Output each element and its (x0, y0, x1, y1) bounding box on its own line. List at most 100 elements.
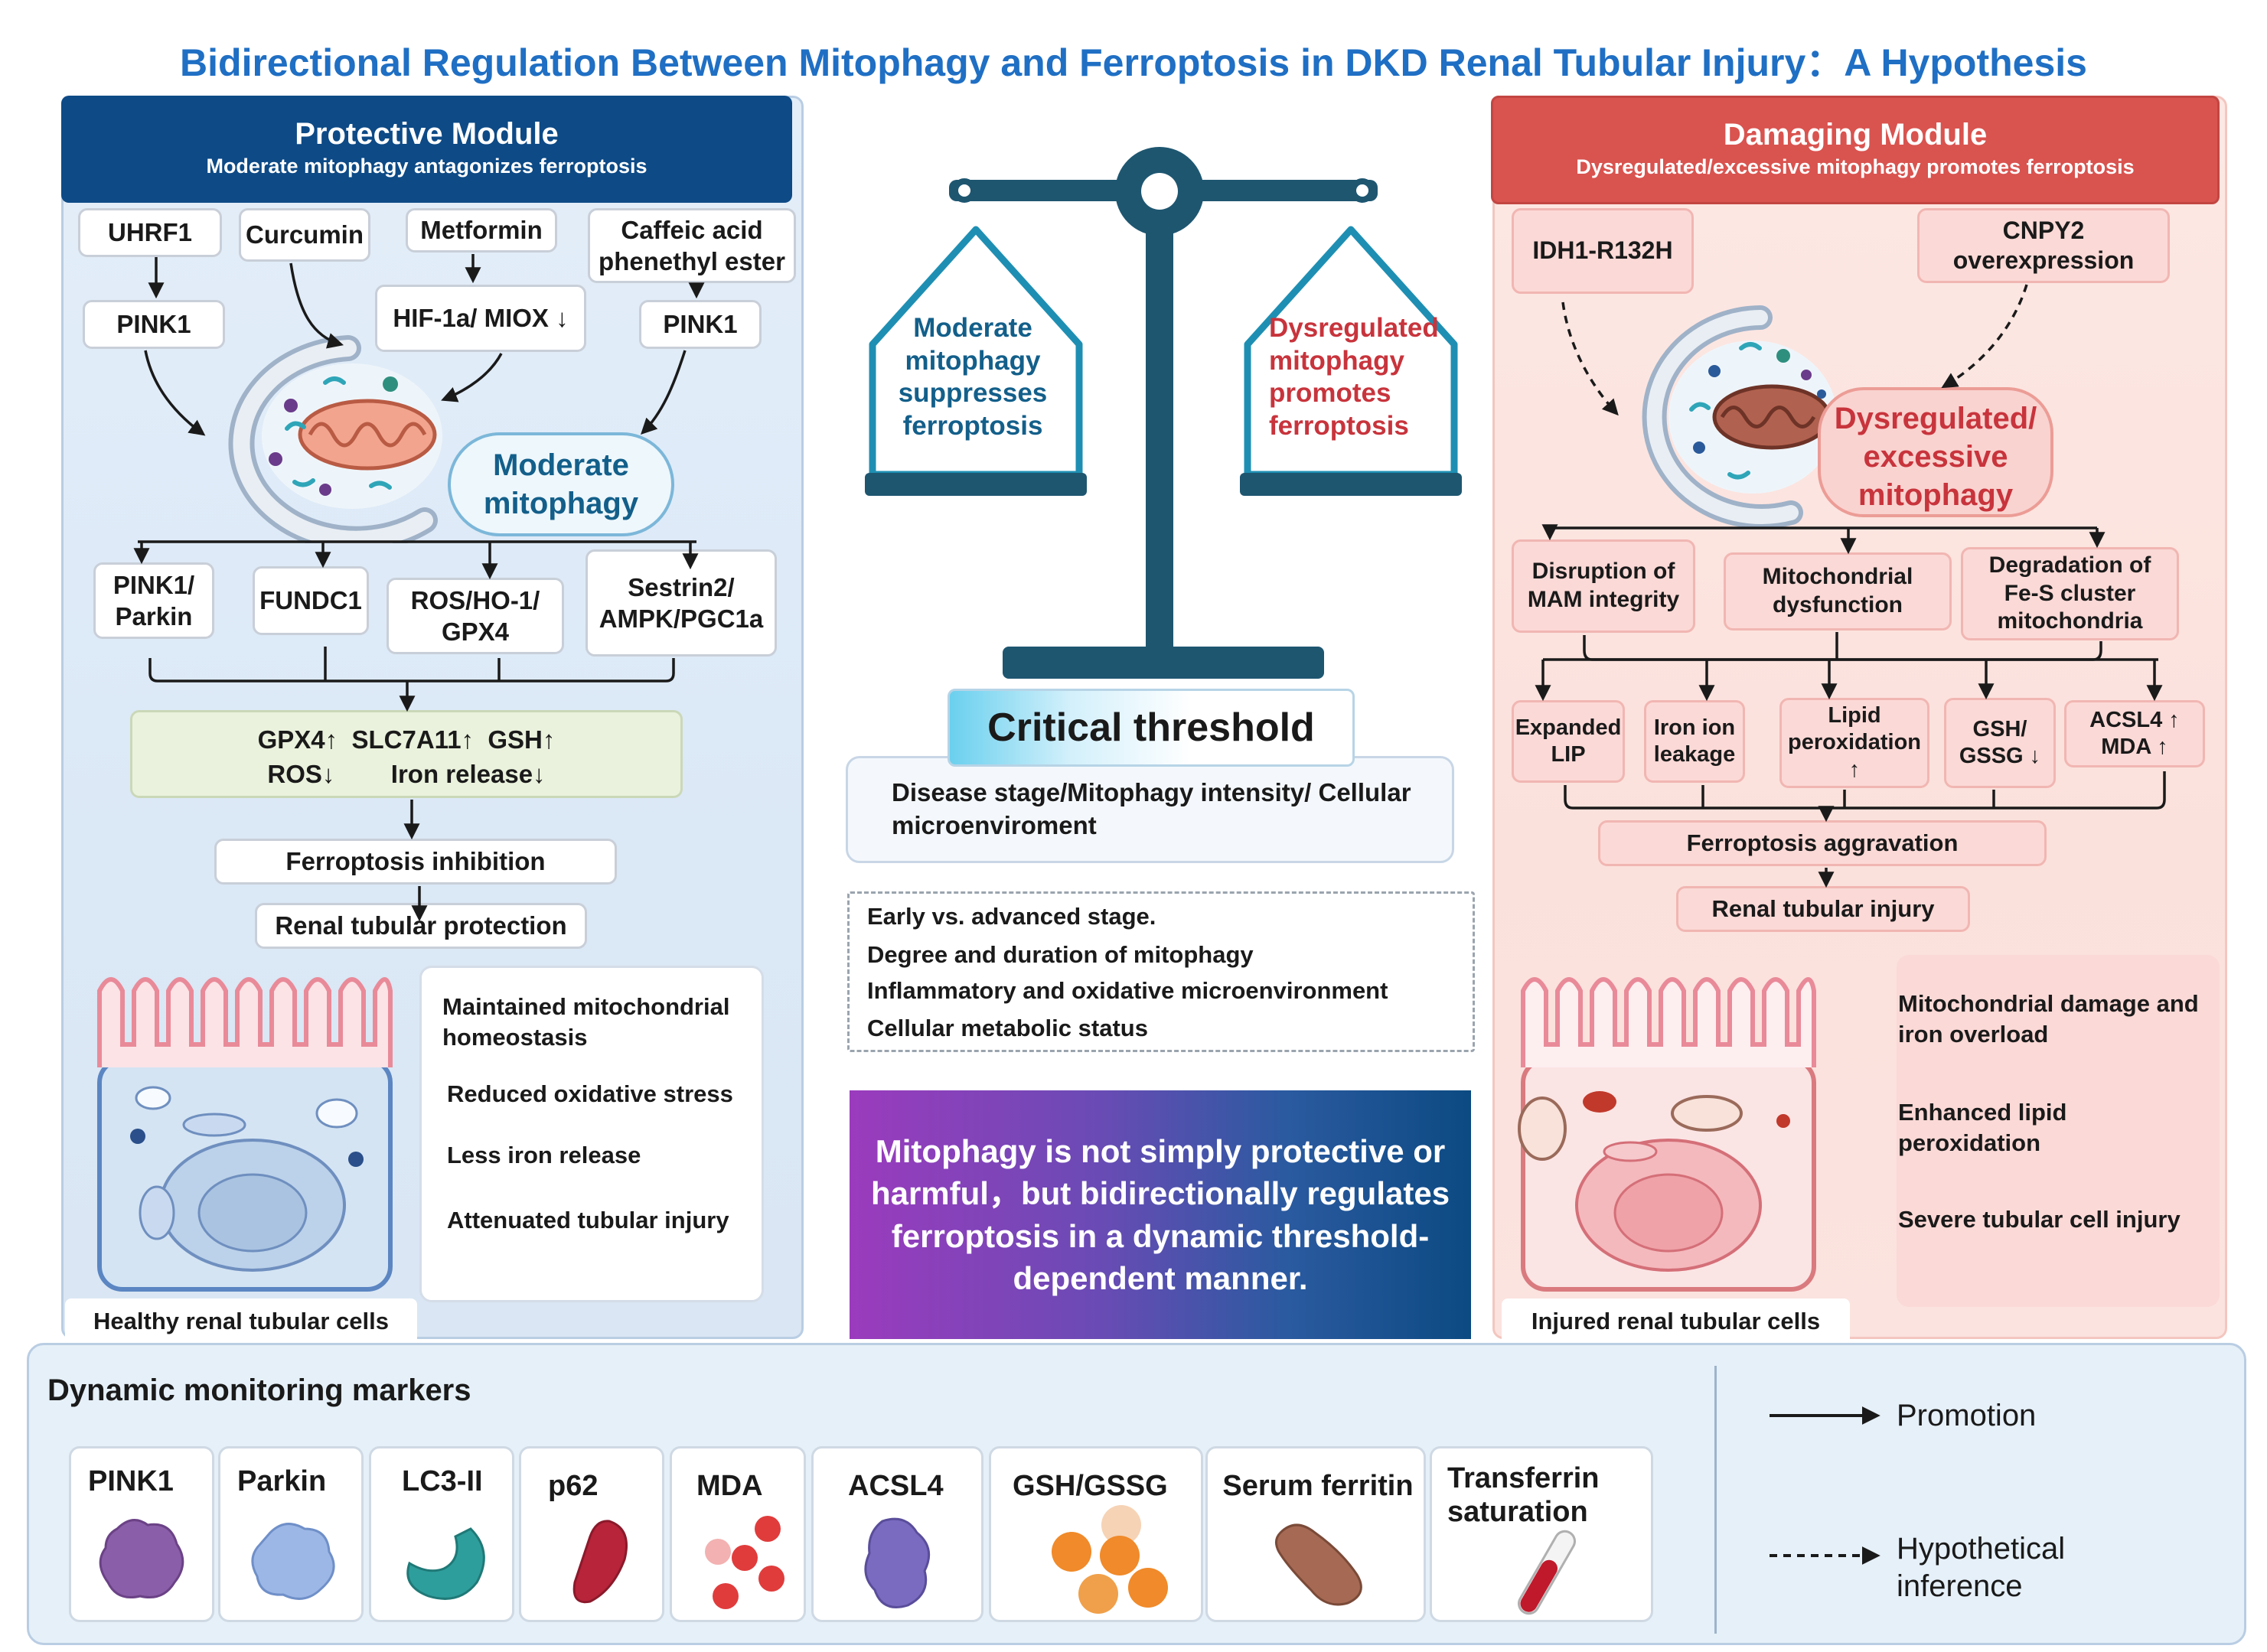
moderate-mitophagy-line2: mitophagy (483, 487, 639, 520)
dysregulated-line1: Dysregulated/ (1834, 402, 2037, 435)
consequence-gsh-gssg: GSH/ GSSG ↓ (1944, 698, 2056, 788)
marker-label-lc3: LC3-II (402, 1465, 483, 1497)
outcome-less-iron-release: Less iron release (447, 1142, 641, 1168)
marker-label-p62: p62 (548, 1470, 599, 1502)
markers-divider (1714, 1366, 1717, 1634)
dysregulated-line2: excessive (1863, 440, 2008, 474)
left-pan-line1: Moderate (913, 313, 1032, 343)
regulator-metformin: Metformin (406, 208, 557, 253)
critical-threshold-box: Critical threshold (948, 689, 1355, 767)
left-pan-line4: ferroptosis (902, 411, 1043, 442)
outcome-reduced-oxidative-stress: Reduced oxidative stress (447, 1080, 733, 1107)
damaging-header: Damaging Module Dysregulated/excessive m… (1491, 96, 2220, 204)
pathway-pink1-parkin: PINK1/ Parkin (93, 562, 214, 639)
mechanism-mito-dysfunction: Mitochondrial dysfunction (1724, 552, 1952, 630)
legend-promotion-label: Promotion (1897, 1399, 2037, 1432)
balance-scale (865, 147, 1462, 679)
outcome-mito-damage: Mitochondrial damage and iron overload (1898, 990, 2199, 1048)
trigger-idh1: IDH1-R132H (1512, 208, 1694, 294)
renal-tubular-injury: Renal tubular injury (1676, 886, 1970, 932)
factors-list-box (847, 891, 1475, 1052)
right-pan-line2: mitophagy (1269, 345, 1404, 376)
gsh-molecules-icon (1052, 1505, 1168, 1614)
right-pan-line3: promotes (1269, 378, 1391, 409)
blood-tube-icon (1518, 1530, 1576, 1615)
protective-header-subtitle: Moderate mitophagy antagonizes ferroptos… (206, 155, 647, 178)
marker-card-mda: MDA (670, 1446, 806, 1622)
factors-text: Disease stage/Mitophagy intensity/ Cellu… (892, 778, 1411, 839)
regulator-caffeic-acid: Caffeic acid phenethyl ester (588, 208, 796, 283)
left-pan-line2: mitophagy (905, 345, 1041, 376)
healthy-cell-illustration (97, 977, 393, 1292)
conclusion-text: Mitophagy is not simply protective or ha… (870, 1132, 1450, 1296)
pathway-sestrin2: Sestrin2/ AMPK/PGC1a (586, 549, 777, 657)
injured-cell-illustration (1518, 977, 1816, 1292)
pathway-ros-ho1-gpx4: ROS/HO-1/ GPX4 (387, 578, 564, 654)
right-pan-line4: ferroptosis (1269, 411, 1409, 442)
acsl4-protein-icon (864, 1517, 931, 1608)
marker-card-ferritin: Serum ferritin (1205, 1446, 1426, 1622)
moderate-mitophagy-line1: Moderate (493, 448, 629, 482)
parkin-protein-icon (251, 1523, 335, 1600)
hif-miox: HIF-1a/ MIOX ↓ (375, 285, 586, 352)
consequence-lipid-peroxidation: Lipid peroxidation ↑ (1779, 698, 1929, 788)
damaging-mitophagy-illustration (1642, 305, 1837, 529)
mda-molecules-icon (705, 1516, 784, 1609)
consequence-acsl4-mda: ACSL4 ↑ MDA ↑ (2064, 700, 2205, 767)
factor-stage: Early vs. advanced stage. (867, 903, 1156, 930)
ferritin-protein-icon (1275, 1523, 1362, 1606)
effects-line1: GPX4↑ SLC7A11↑ GSH↑ (257, 725, 556, 754)
pink1-protein-icon (99, 1519, 184, 1598)
outcome-attenuated-injury: Attenuated tubular injury (447, 1207, 729, 1233)
left-pan-text: Moderate mitophagy suppresses ferroptosi… (873, 312, 1073, 443)
marker-label-ferritin: Serum ferritin (1222, 1470, 1414, 1502)
legend-arrows (1770, 1406, 1880, 1565)
ferroptosis-aggravation: Ferroptosis aggravation (1598, 820, 2047, 866)
damaging-outcomes-card (1897, 955, 2220, 1307)
marker-card-parkin: Parkin (218, 1446, 364, 1622)
protective-effects-box: GPX4↑ SLC7A11↑ GSH↑ ROS↓ Iron release↓ (130, 710, 683, 798)
marker-label-transferrin: Transferrin saturation (1447, 1462, 1600, 1528)
factors-box (846, 756, 1454, 863)
consequence-iron-leakage: Iron ion leakage (1644, 700, 1745, 783)
protective-mitophagy-illustration (228, 335, 442, 543)
moderate-mitophagy-bubble: Moderate mitophagy (448, 432, 674, 536)
factor-microenvironment: Inflammatory and oxidative microenvironm… (867, 977, 1388, 1004)
pink1-right: PINK1 (639, 300, 762, 349)
outcome-maintained-homeostasis: Maintained mitochondrial homeostasis (442, 993, 730, 1051)
regulator-uhrf1: UHRF1 (78, 208, 222, 257)
legend-hypothetical-label: Hypothetical inference (1897, 1532, 2066, 1603)
markers-title: Dynamic monitoring markers (47, 1373, 471, 1407)
marker-card-p62: p62 (519, 1446, 664, 1622)
mechanism-mam: Disruption of MAM integrity (1512, 539, 1695, 633)
damaging-header-title: Damaging Module (1723, 118, 1988, 152)
damaging-header-subtitle: Dysregulated/excessive mitophagy promote… (1576, 155, 2135, 178)
pathway-fundc1: FUNDC1 (253, 566, 369, 635)
injured-cells-label: Injured renal tubular cells (1502, 1298, 1850, 1344)
right-pan-text: Dysregulated mitophagy promotes ferropto… (1269, 312, 1453, 443)
regulator-curcumin: Curcumin (239, 208, 370, 262)
marker-label-gsh: GSH/GSSG (1013, 1470, 1168, 1502)
outcome-lipid-peroxidation: Enhanced lipid peroxidation (1898, 1099, 2067, 1157)
outcome-severe-injury: Severe tubular cell injury (1898, 1206, 2181, 1233)
effects-line2: ROS↓ Iron release↓ (267, 759, 546, 788)
marker-card-gsh: GSH/GSSG (989, 1446, 1203, 1622)
marker-card-transferrin: Transferrin saturation (1430, 1446, 1653, 1622)
right-pan-line1: Dysregulated (1269, 313, 1439, 343)
trigger-cnpy2: CNPY2 overexpression (1917, 208, 2170, 283)
healthy-cells-label: Healthy renal tubular cells (65, 1298, 417, 1344)
conclusion-banner: Mitophagy is not simply protective or ha… (850, 1090, 1471, 1339)
p62-protein-icon (572, 1520, 628, 1604)
protective-header-title: Protective Module (295, 117, 559, 151)
dysregulated-mitophagy-bubble: Dysregulated/ excessive mitophagy (1818, 387, 2053, 517)
factor-metabolic: Cellular metabolic status (867, 1015, 1148, 1041)
marker-label-acsl4: ACSL4 (848, 1470, 944, 1502)
page-title: Bidirectional Regulation Between Mitopha… (180, 41, 2087, 84)
marker-card-acsl4: ACSL4 (811, 1446, 983, 1622)
marker-card-pink1: PINK1 (69, 1446, 214, 1622)
pink1-left: PINK1 (83, 300, 225, 349)
renal-tubular-protection: Renal tubular protection (255, 903, 587, 949)
lc3-protein-icon (406, 1527, 485, 1600)
marker-label-pink1: PINK1 (88, 1465, 174, 1497)
